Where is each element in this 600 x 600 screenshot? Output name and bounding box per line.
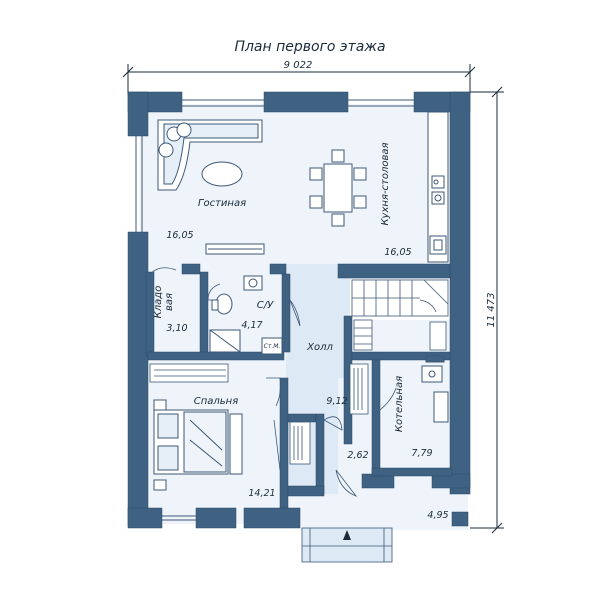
bed bbox=[153, 399, 229, 491]
height-dimension-label: 11 473 bbox=[486, 293, 497, 328]
coffee-table bbox=[201, 161, 243, 187]
pantry-name-line1: Кладо bbox=[153, 286, 164, 319]
walls bbox=[127, 91, 471, 529]
kitchen-name: Кухня-столовая bbox=[380, 142, 391, 225]
bedroom-name: Спальня bbox=[194, 396, 239, 407]
pantry-name-line2: вая bbox=[164, 293, 175, 311]
doors bbox=[149, 267, 397, 497]
hall-wardrobe bbox=[289, 363, 369, 465]
boiler-fixtures bbox=[421, 355, 449, 423]
kitchen-area: 16,05 bbox=[384, 247, 411, 258]
vestibule-area: 2,62 bbox=[347, 450, 368, 461]
bathroom-fixtures bbox=[209, 275, 283, 355]
kitchen-counter bbox=[427, 111, 449, 263]
width-dimension-label: 9 022 bbox=[284, 60, 313, 71]
boiler-room-area: 7,79 bbox=[411, 448, 432, 459]
plan-title: План первого этажа bbox=[234, 39, 385, 55]
bedroom-area: 14,21 bbox=[248, 488, 275, 499]
bedroom-dresser bbox=[229, 413, 243, 475]
terrace-area: 4,95 bbox=[427, 510, 448, 521]
hall-name: Холл bbox=[306, 342, 333, 353]
tv-stand bbox=[205, 243, 265, 255]
windows bbox=[135, 99, 414, 521]
bathroom-area: 4,17 bbox=[241, 320, 262, 331]
wardrobe bbox=[149, 363, 229, 383]
dining-table bbox=[309, 149, 367, 227]
staircase bbox=[351, 279, 449, 317]
living-room-name: Гостиная bbox=[198, 198, 246, 209]
boiler-room-name: Котельная bbox=[394, 376, 405, 432]
washer-label: Ст.М. bbox=[264, 343, 281, 350]
hall-area: 9,12 bbox=[326, 396, 347, 407]
height-dimension bbox=[470, 86, 504, 534]
radiator bbox=[412, 268, 438, 273]
sofa bbox=[157, 119, 263, 191]
shelves bbox=[353, 319, 447, 351]
living-room-area: 16,05 bbox=[166, 230, 193, 241]
bathroom-name: С/У bbox=[257, 300, 274, 311]
entrance-arrow-icon bbox=[343, 530, 351, 540]
pantry-area: 3,10 bbox=[166, 323, 187, 334]
width-dimension bbox=[122, 64, 476, 94]
